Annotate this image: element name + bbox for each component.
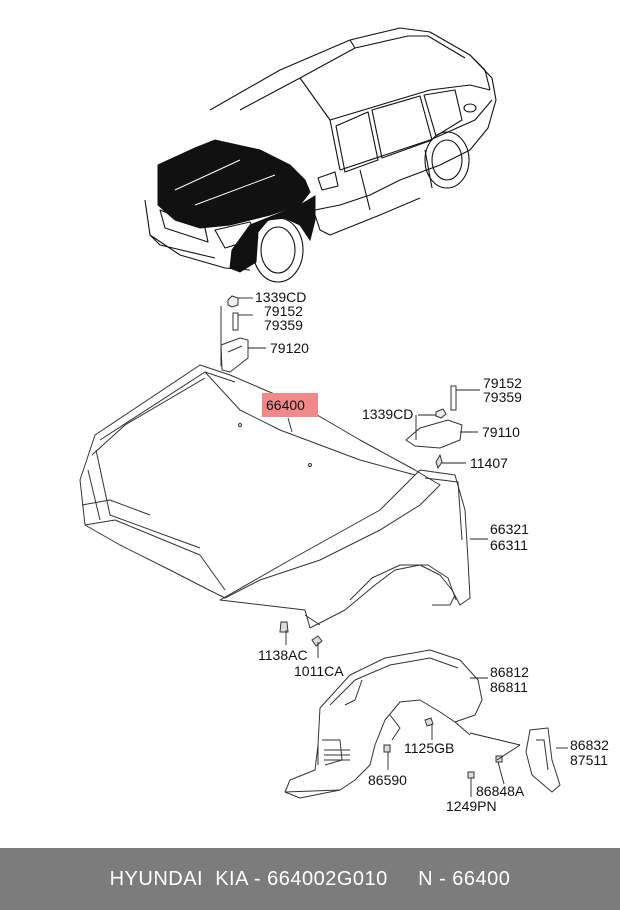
callout-86848a: 86848A	[476, 783, 525, 799]
callout-86590: 86590	[368, 772, 407, 788]
callout-79359-right: 79359	[483, 389, 522, 405]
fasteners	[279, 621, 503, 779]
callout-66311: 66311	[490, 537, 528, 553]
callout-66321: 66321	[490, 521, 529, 537]
footer-text: HYUNDAI KIA - 664002G010 N - 66400	[109, 867, 511, 890]
hood-panel	[79, 364, 441, 599]
hinge-bracket-left	[220, 295, 249, 373]
callout-1125gb: 1125GB	[404, 740, 454, 756]
fender-panel	[219, 469, 471, 629]
callout-87511: 87511	[570, 752, 608, 768]
mud-guard	[525, 727, 561, 793]
callout-1138ac: 1138AC	[258, 647, 308, 663]
callout-79359-top: 79359	[264, 317, 303, 333]
part-number-footer: HYUNDAI KIA - 664002G010 N - 66400	[0, 848, 620, 910]
callout-79152-right: 79152	[483, 375, 522, 391]
callout-1339cd-top: 1339CD	[255, 289, 306, 305]
highlighted-hood	[157, 139, 311, 229]
callout-79152-top: 79152	[264, 303, 303, 319]
callout-1011ca: 1011CA	[294, 663, 344, 679]
parts-diagram: 1339CD 79152 79359 79120 66400 79152 793…	[79, 27, 609, 814]
fender-liner	[284, 649, 483, 799]
callout-79120: 79120	[270, 340, 309, 356]
callout-86812: 86812	[490, 664, 529, 680]
hinge-bracket-right	[405, 385, 463, 470]
leader-lines	[238, 297, 568, 797]
part-highlight-box	[262, 393, 318, 417]
callout-79110: 79110	[482, 424, 520, 440]
callout-66400: 66400	[266, 397, 305, 413]
highlighted-fender	[229, 195, 316, 273]
callout-11407: 11407	[470, 455, 508, 471]
callout-1339cd-mid: 1339CD	[362, 406, 413, 422]
callout-86832: 86832	[570, 737, 609, 753]
callout-86811: 86811	[490, 679, 528, 695]
callout-1249pn: 1249PN	[446, 798, 497, 814]
